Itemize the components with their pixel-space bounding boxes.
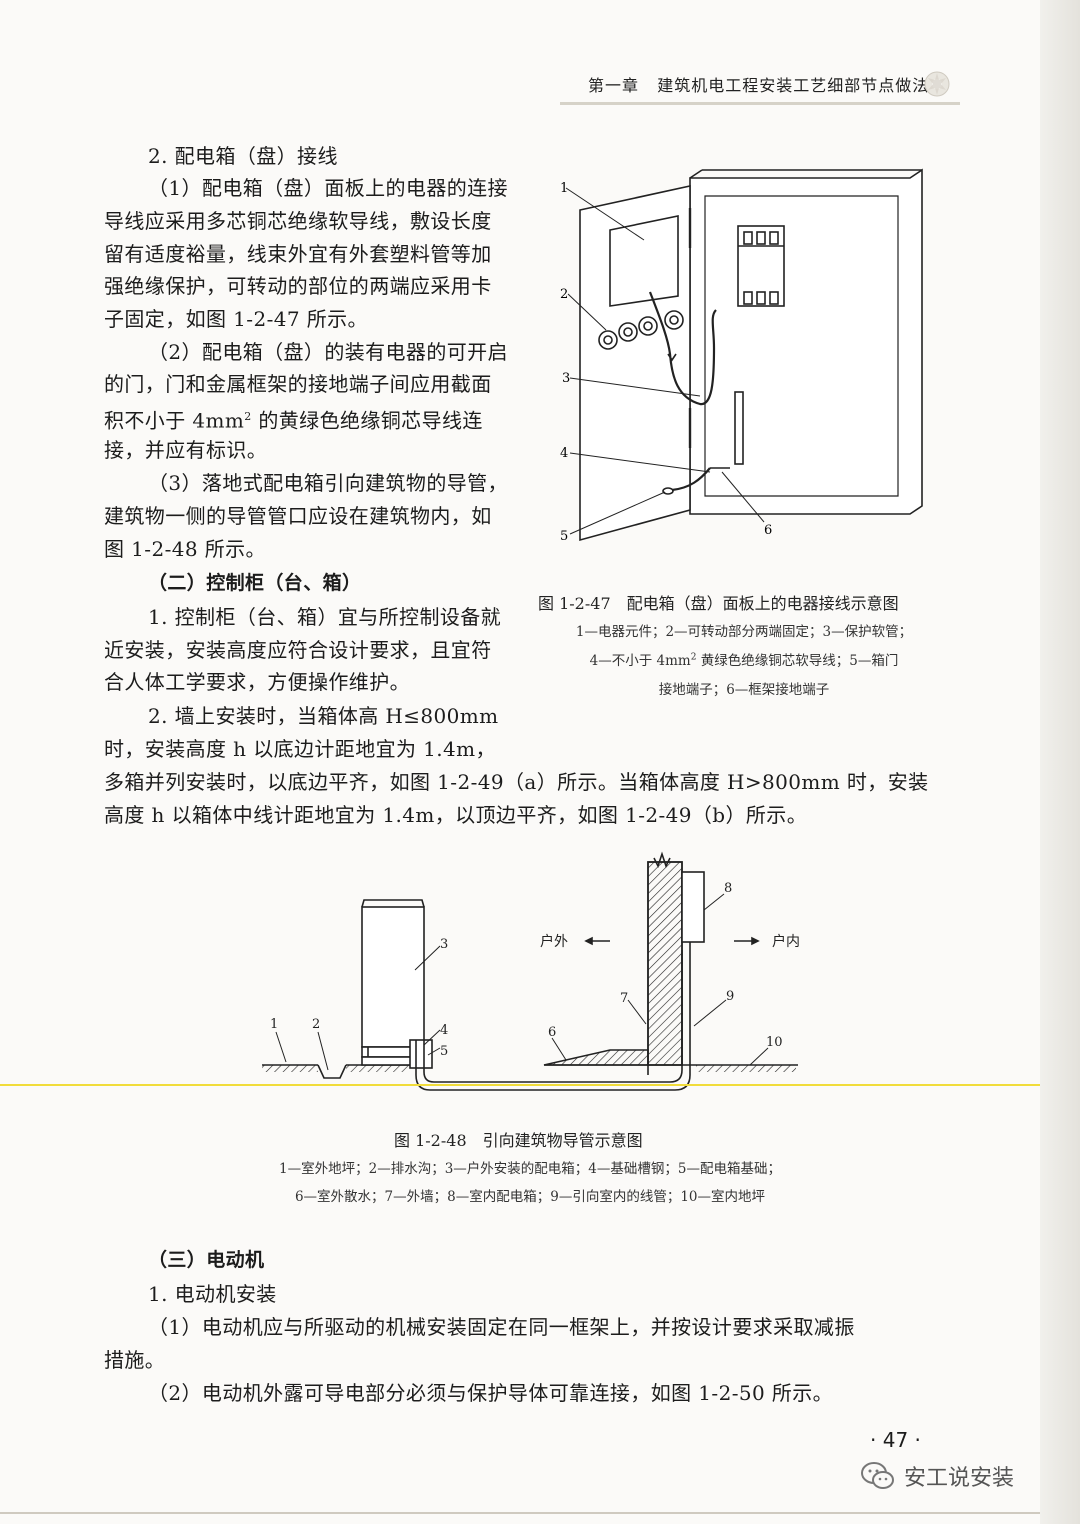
para4-line2: 近安装，安装高度应符合设计要求，且宜符 xyxy=(104,638,492,662)
para1-line2: 导线应采用多芯铜芯绝缘软导线，敷设长度 xyxy=(104,209,492,233)
para4-line3: 合人体工学要求，方便操作维护。 xyxy=(104,670,410,694)
fig47-legend-line2: 4—不小于 4mm2 黄绿色绝缘铜芯软导线；5—箱门 xyxy=(589,652,899,670)
fig48-label-1: 1 xyxy=(270,1017,278,1032)
fig47-label-1: 1 xyxy=(560,181,568,196)
para1-line4: 强绝缘保护，可转动的部位的两端应采用卡 xyxy=(104,274,492,298)
wechat-icon xyxy=(861,1462,894,1489)
yellow-rule xyxy=(0,1084,1040,1086)
bottom-rule xyxy=(0,1512,1040,1514)
chapter-title: 建筑机电工程安装工艺细部节点做法 xyxy=(657,76,930,95)
fig48-label-2: 2 xyxy=(312,1017,320,1032)
fig48-legend-line2: 6—室外散水；7—外墙；8—室内配电箱；9—引向室内的线管；10—室内地坪 xyxy=(294,1189,766,1205)
para2-line4: 接，并应有标识。 xyxy=(104,438,268,462)
fig47-label-6: 6 xyxy=(764,523,772,538)
para2-line2: 的门，门和金属框架的接地端子间应用截面 xyxy=(104,372,492,396)
fig48-label-9: 9 xyxy=(726,989,734,1004)
para7-line1: （2）电动机外露可导电部分必须与保护导体可靠连接，如图 1-2-50 所示。 xyxy=(148,1381,834,1405)
fig48-label-10: 10 xyxy=(766,1035,783,1050)
fig47-label-2: 2 xyxy=(560,287,568,302)
section-ii-heading: （二）控制柜（台、箱） xyxy=(148,572,362,594)
para6-line1: （1）电动机应与所驱动的机械安装固定在同一框架上，并按设计要求采取减振 xyxy=(148,1315,855,1339)
page-number: · 47 · xyxy=(870,1428,921,1452)
para3-line2: 建筑物一侧的导管管口应设在建筑物内，如 xyxy=(104,504,492,528)
para5-line1: 2. 墙上安装时，当箱体高 H≤800mm xyxy=(148,704,499,728)
fig48-label-4: 4 xyxy=(440,1023,448,1038)
para3-line1: （3）落地式配电箱引向建筑物的导管， xyxy=(148,471,508,495)
watermark-text: 安工说安装 xyxy=(904,1466,1015,1491)
para6-line2: 措施。 xyxy=(104,1348,166,1372)
fig47-legend-line3: 接地端子；6—框架接地端子 xyxy=(658,682,830,698)
fig47-label-3: 3 xyxy=(562,371,570,386)
fig48-label-5: 5 xyxy=(440,1044,448,1059)
para1-line3: 留有适度裕量，线束外宜有外套塑料管等加 xyxy=(104,242,492,266)
fig47-label-4: 4 xyxy=(560,446,568,461)
para2-line1: （2）配电箱（盘）的装有电器的可开启 xyxy=(148,340,508,364)
fig48-label-8: 8 xyxy=(724,881,732,896)
watermark: 安工说安装 xyxy=(860,1460,1014,1492)
chapter-label: 第一章 xyxy=(588,76,640,95)
fig48-legend-line1: 1—室外地坪；2—排水沟；3—户外安装的配电箱；4—基础槽钢；5—配电箱基础； xyxy=(279,1161,781,1177)
running-header: 第一章 建筑机电工程安装工艺细部节点做法 xyxy=(588,72,929,96)
para4-line1: 1. 控制柜（台、箱）宜与所控制设备就 xyxy=(148,605,502,629)
para1-line1: （1）配电箱（盘）面板上的电器的连接 xyxy=(148,176,508,200)
fig48-outdoor-label: 户外 xyxy=(540,933,568,950)
figure-1-2-47-diagram: 1 2 3 4 5 6 xyxy=(560,168,923,544)
page-edge xyxy=(1040,0,1080,1524)
header-rule xyxy=(560,102,960,105)
section-2-heading: 2. 配电箱（盘）接线 xyxy=(148,144,338,168)
fig48-caption: 图 1-2-48 引向建筑物导管示意图 xyxy=(394,1131,643,1150)
fig48-indoor-label: 户内 xyxy=(772,933,800,950)
para5-line4: 高度 h 以箱体中线计距地宜为 1.4m，以顶边平齐，如图 1-2-49（b）所… xyxy=(104,803,808,827)
fig48-label-7: 7 xyxy=(620,991,628,1006)
fig48-label-6: 6 xyxy=(548,1025,556,1040)
para1-line5: 子固定，如图 1-2-47 所示。 xyxy=(104,307,368,331)
flower-icon xyxy=(924,71,950,97)
para3-line3: 图 1-2-48 所示。 xyxy=(104,537,266,561)
fig47-label-5: 5 xyxy=(560,529,568,544)
fig47-caption: 图 1-2-47 配电箱（盘）面板上的电器接线示意图 xyxy=(538,594,899,613)
para5-line3: 多箱并列安装时，以底边平齐，如图 1-2-49（a）所示。当箱体高度 H>800… xyxy=(104,770,929,794)
fig47-legend-line1: 1—电器元件；2—可转动部分两端固定；3—保护软管； xyxy=(575,624,913,640)
section-iii-heading: （三）电动机 xyxy=(148,1249,265,1271)
motor-install-heading: 1. 电动机安装 xyxy=(148,1282,277,1306)
fig48-label-3: 3 xyxy=(440,937,448,952)
para2-line3: 积不小于 4mm2 的黄绿色绝缘铜芯导线连 xyxy=(104,408,483,433)
figure-1-2-48-diagram: 1 2 3 4 5 6 7 8 9 10 户外 户内 xyxy=(262,851,800,1091)
para5-line2: 时，安装高度 h 以底边计距地宜为 1.4m， xyxy=(104,737,496,761)
